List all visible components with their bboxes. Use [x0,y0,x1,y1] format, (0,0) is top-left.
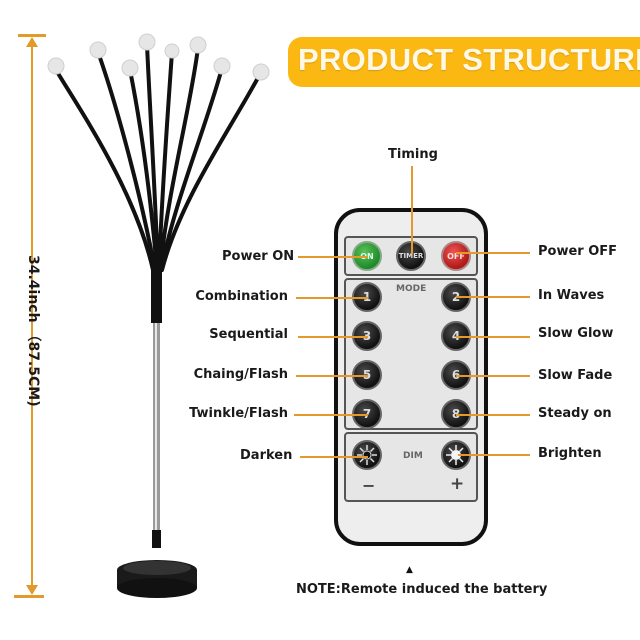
callout-power-on: Power ON [222,249,295,264]
lamp-stem-2 [96,50,157,272]
callout-timing: Timing [388,147,438,162]
battery-note: NOTE:Remote induced the battery [296,582,548,597]
lamp-stem-6 [158,46,200,272]
mode-button-6-label: 6 [452,368,460,382]
sun-bright-icon [446,445,466,465]
dimension-line [31,45,33,590]
callout-combination: Combination [195,289,288,304]
off-button-label: OFF [447,251,465,261]
firework-lamp-illustration [47,33,270,598]
callout-line-7 [294,414,368,416]
lamp-bulb-5 [164,43,180,59]
dimension-bottom-cap [14,595,44,598]
lamp-bulb-2 [89,41,107,59]
callout-line-3 [298,336,368,338]
callout-chaing-flash: Chaing/Flash [193,367,288,382]
callout-brighten: Brighten [538,446,602,461]
callout-line-5 [296,375,368,377]
callout-line-power-on [298,256,368,258]
lamp-bulb-3 [121,59,139,77]
callout-power-off: Power OFF [538,244,618,259]
callout-slow-fade: Slow Fade [538,368,613,383]
dimension-arrow-down-icon [26,585,38,595]
battery-arrow-icon: ▲ [406,565,413,575]
lamp-stem-8 [160,72,262,272]
banner-title: PRODUCT STRUCTURE [298,42,640,77]
callout-steady-on: Steady on [538,406,612,421]
lamp-stem-5 [157,50,174,272]
callout-line-1 [296,297,368,299]
lamp-bulb-7 [213,57,231,75]
callout-line-darken [300,456,368,458]
callout-slow-glow: Slow Glow [538,326,614,341]
lamp-stem-1 [54,68,155,272]
lamp-stem-7 [159,66,224,272]
lamp-bulb-6 [189,36,207,54]
callout-twinkle-flash: Twinkle/Flash [189,406,288,421]
title-banner [288,37,640,87]
callout-line-power-off [456,252,530,254]
callout-line-2 [456,296,530,298]
callout-darken: Darken [240,448,293,463]
mode-button-2-label: 2 [452,290,460,304]
callout-line-8 [456,414,530,416]
dimension-top-cap [18,34,46,37]
lamp-stem-4 [145,43,160,272]
minus-label: − [362,476,376,495]
off-button[interactable]: OFF [441,241,471,271]
mode-label: MODE [396,284,427,294]
mode-button-8-label: 8 [452,407,460,421]
dim-minus-button[interactable] [352,440,382,470]
plus-label: + [450,474,465,494]
dimension-arrow-up-icon [26,37,38,47]
callout-line-4 [456,336,530,338]
callout-line-brighten [458,454,530,456]
lamp-stem-3 [128,68,159,272]
dim-label: DIM [403,451,423,461]
mode-button-4-label: 4 [452,329,460,343]
callout-line-timing [411,166,413,254]
callout-line-6 [456,375,530,377]
lamp-bulb-1 [47,57,65,75]
lamp-stem-sleeve [151,265,162,323]
callout-in-waves: In Waves [538,288,605,303]
timer-button-label: TIMER [398,252,424,260]
lamp-bulb-8 [252,63,270,81]
lamp-bulb-4 [138,33,156,51]
callout-sequential: Sequential [209,327,288,342]
sun-dark-icon [357,445,377,465]
